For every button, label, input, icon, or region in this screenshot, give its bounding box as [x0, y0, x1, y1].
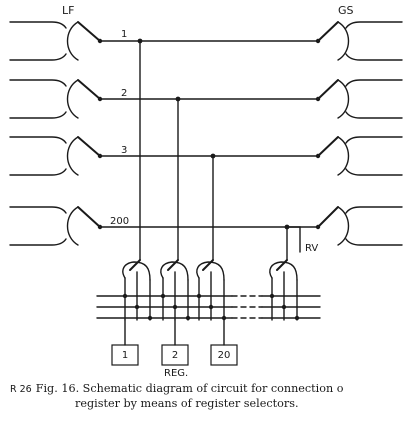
- line-label-2: 2: [121, 88, 127, 99]
- caption-line-2: register by means of register selectors.: [75, 397, 299, 410]
- label-rv: RV: [305, 243, 318, 254]
- register-label-2: 2: [171, 349, 179, 361]
- left-junction-1: [9, 21, 101, 61]
- selector-3: [196, 259, 225, 281]
- junction-dots: [97, 38, 321, 321]
- line-label-1: 1: [121, 29, 127, 40]
- circuit-diagram: LF GS 1 2 3 200 RV REG.: [9, 4, 403, 378]
- register-feeders: [124, 319, 225, 346]
- register-label-20: 20: [217, 349, 231, 361]
- line-label-3: 3: [121, 145, 127, 156]
- label-reg: REG.: [164, 368, 188, 378]
- register-box-2: [161, 344, 189, 366]
- right-junction-1: [317, 21, 403, 61]
- caption-line-1: Fig. 16. Schematic diagram of circuit fo…: [35, 382, 344, 395]
- rv-branch: [286, 226, 301, 253]
- right-junction-3: [317, 136, 403, 176]
- register-label-1: 1: [121, 349, 129, 361]
- selector-1: [122, 259, 151, 281]
- left-junction-3: [9, 136, 101, 176]
- register-box-1: [111, 344, 139, 366]
- left-junction-200: [9, 206, 101, 246]
- label-lf: LF: [62, 4, 74, 17]
- line-label-200: 200: [110, 216, 129, 227]
- left-junction-2: [9, 79, 101, 119]
- right-junction-2: [317, 79, 403, 119]
- selector-200: [269, 259, 298, 281]
- label-gs: GS: [338, 4, 354, 17]
- register-bus: [96, 295, 321, 319]
- register-box-20: [210, 344, 238, 366]
- caption-code: R 26: [10, 384, 32, 395]
- right-junction-200: [317, 206, 403, 246]
- selector-2: [160, 259, 189, 281]
